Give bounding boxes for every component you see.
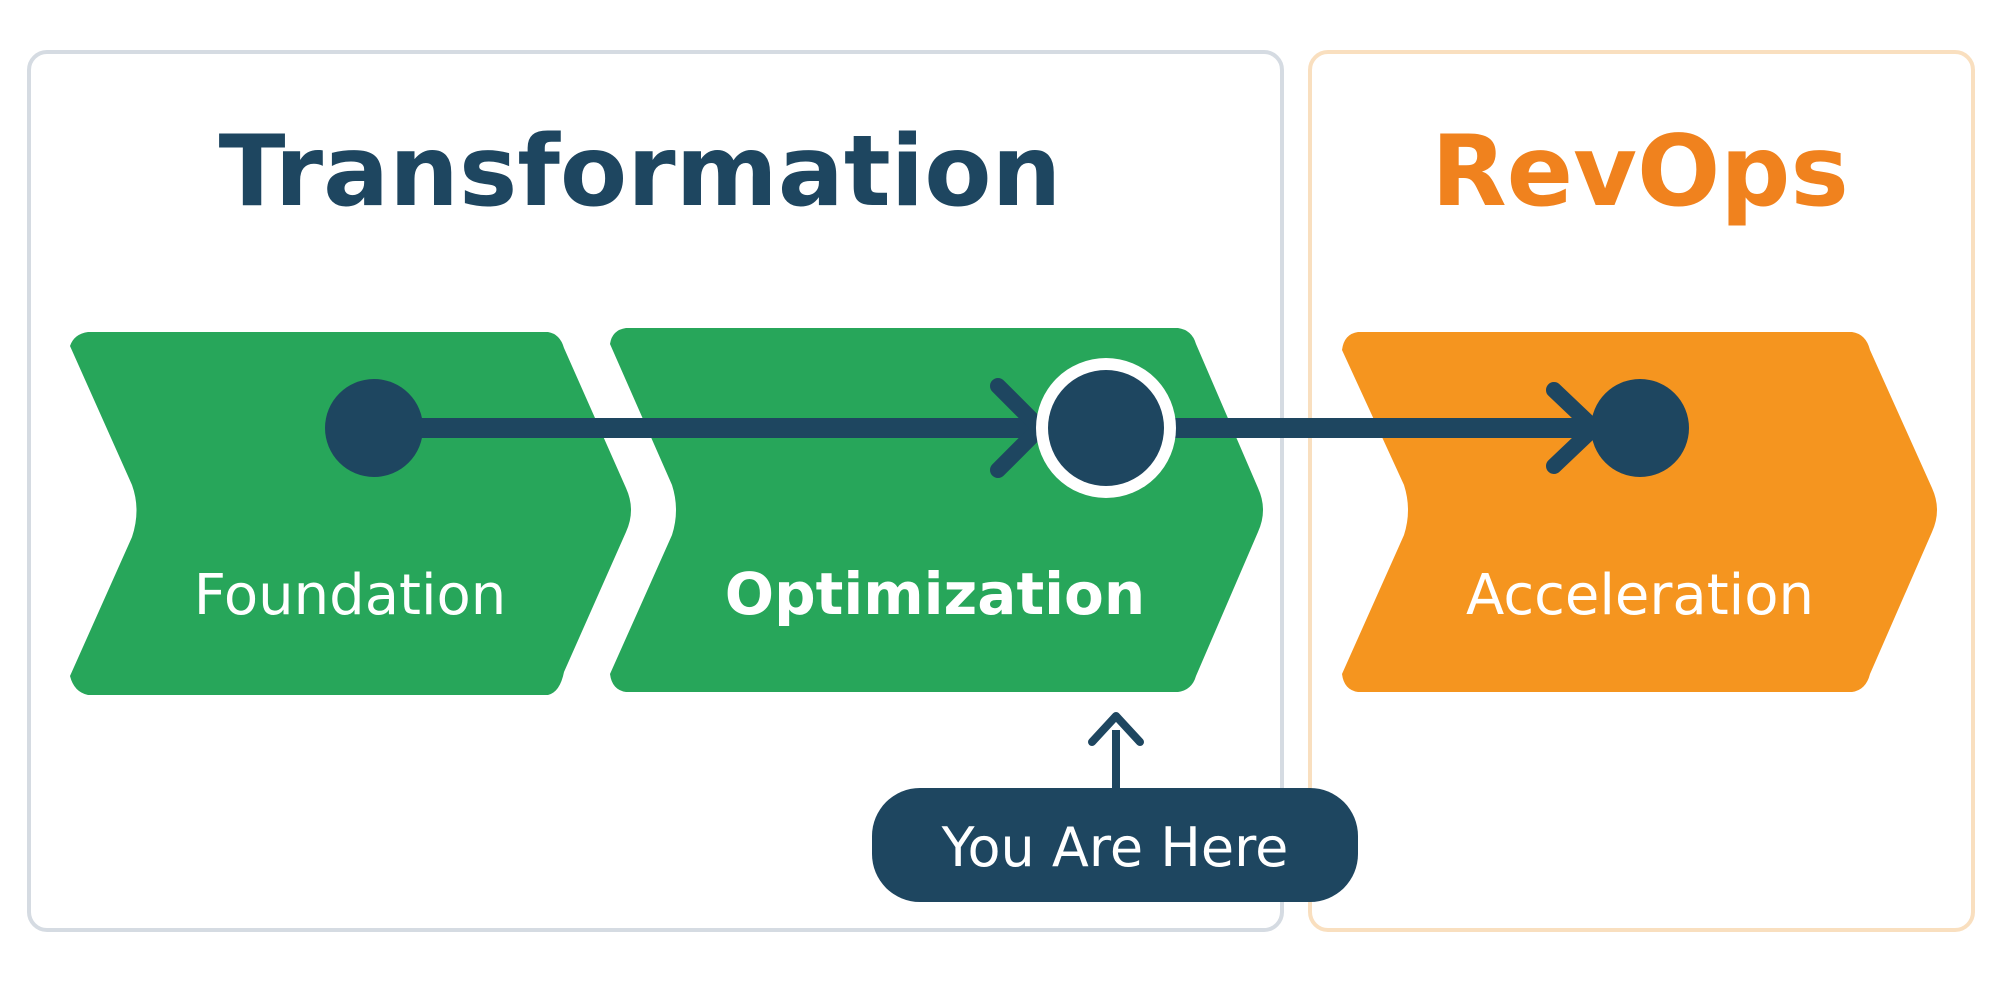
- acceleration-node: [1591, 379, 1689, 477]
- you-are-here-label: You Are Here: [941, 816, 1289, 879]
- revops-group-frame: [1308, 50, 1975, 932]
- optimization-node: [1048, 370, 1164, 486]
- optimization-stage-label: Optimization: [725, 560, 1145, 628]
- foundation-node: [325, 379, 423, 477]
- optimization-stage-chevron: [610, 328, 1263, 692]
- revops-group-title: RevOps: [1431, 115, 1849, 229]
- acceleration-stage-label: Acceleration: [1466, 563, 1814, 628]
- foundation-stage-label: Foundation: [194, 563, 507, 628]
- transformation-group-title: Transformation: [219, 115, 1062, 229]
- transformation-group-frame: [27, 50, 1284, 932]
- you-are-here-badge: [872, 788, 1358, 902]
- you-are-here-pointer-arrowhead: [1088, 712, 1144, 746]
